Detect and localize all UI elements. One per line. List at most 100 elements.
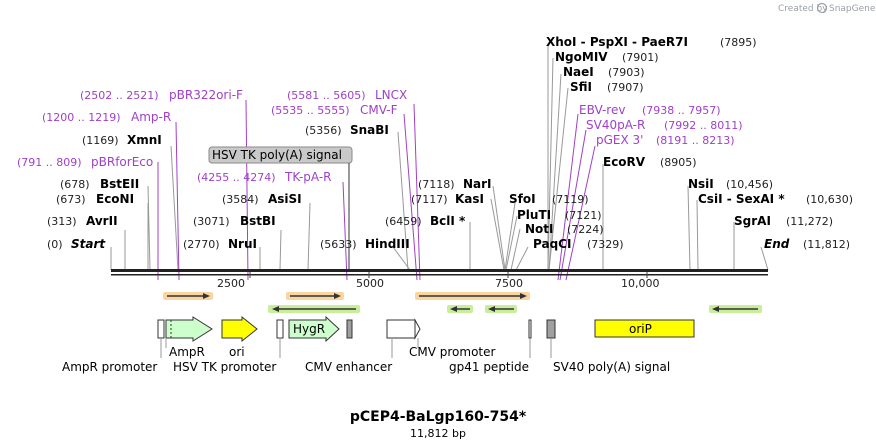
enzyme-xhoi-pspxi-paer7i[interactable]: XhoI - PspXI - PaeR7I: [546, 35, 688, 49]
primer-pbrforeco[interactable]: pBRforEco: [91, 155, 153, 169]
enzyme-coord: (11,272): [786, 215, 833, 228]
enzyme-coord: (7119): [552, 193, 589, 206]
enzyme-coord: (313): [47, 215, 77, 228]
enzyme-coord: (673): [56, 193, 86, 206]
feature-hygr-arrow[interactable]: [288, 315, 340, 343]
feature-hsv-tk-polya-box[interactable]: [346, 319, 353, 339]
enzyme-hindiii[interactable]: HindIII: [365, 237, 410, 251]
primer-tk-pa-r[interactable]: TK-pA-R: [284, 170, 332, 184]
primer-range: (7992 .. 8011): [664, 119, 743, 132]
enzyme-coord: (678): [60, 178, 90, 191]
primer-arrows: [163, 292, 762, 313]
enzyme-coord: (7895): [720, 36, 757, 49]
enzyme-bcli[interactable]: BclI *: [430, 214, 466, 228]
primer-pbr322ori-f[interactable]: pBR322ori-F: [169, 88, 243, 102]
enzyme-nari[interactable]: NarI: [463, 177, 492, 191]
ruler-tick-7500: 7500: [495, 277, 523, 290]
enzyme-coord: (3071): [193, 215, 230, 228]
enzyme-coord: (7901): [622, 51, 659, 64]
primer-range: (5535 .. 5555): [271, 104, 350, 117]
enzyme-naei[interactable]: NaeI: [563, 65, 594, 79]
map-title: pCEP4-BaLgp160-754*: [350, 409, 527, 425]
features: [157, 315, 695, 358]
primer-pgex-3[interactable]: pGEX 3': [596, 133, 643, 147]
primer-lncx[interactable]: LNCX: [375, 88, 407, 102]
primer-sv40pa-r[interactable]: SV40pA-R: [586, 118, 645, 132]
snapgene-logo-icon: [816, 2, 828, 14]
enzyme-ecorv[interactable]: EcoRV: [603, 155, 646, 169]
feature-cmv-enhancer-box[interactable]: [386, 319, 416, 339]
primer-leader-lines: [157, 99, 596, 281]
enzyme-coord: (7329): [587, 238, 624, 251]
feature-label-cmv-enhancer: CMV enhancer: [305, 360, 392, 374]
enzyme-leader-lines: [110, 44, 769, 271]
feature-label-gp41-peptide: gp41 peptide: [449, 360, 529, 374]
feature-orip-box[interactable]: [594, 319, 695, 338]
feature-label-ori: ori: [229, 345, 245, 359]
enzyme-paqci[interactable]: PaqCI: [533, 237, 571, 251]
enzyme-coord: (7907): [607, 81, 644, 94]
enzyme-asisi[interactable]: AsiSI: [268, 192, 302, 206]
primer-range: (8191 .. 8213): [656, 134, 735, 147]
primer-amp-r[interactable]: Amp-R: [131, 110, 171, 124]
feature-label-orip: oriP: [629, 322, 652, 336]
enzyme-coord: (0): [47, 238, 63, 251]
enzyme-coord: (2770): [183, 238, 220, 251]
primer-range: (7938 .. 7957): [642, 104, 721, 117]
enzyme-coord: (7121): [565, 209, 602, 222]
enzyme-coord: (7118): [418, 178, 455, 191]
enzyme-nrui[interactable]: NruI: [228, 237, 257, 251]
enzyme-coord: (7117): [411, 193, 448, 206]
ruler-tick-5000: 5000: [356, 277, 384, 290]
enzyme-avrii[interactable]: AvrII: [86, 214, 118, 228]
enzyme-coord: (5633): [320, 238, 357, 251]
primer-range: (4255 .. 4274): [197, 171, 276, 184]
enzyme-end[interactable]: End: [764, 237, 790, 251]
primer-range: (791 .. 809): [17, 156, 82, 169]
feature-label-hygr: HygR: [293, 322, 325, 336]
feature-label-ampr-promoter: AmpR promoter: [62, 360, 157, 374]
enzyme-coord: (3584): [222, 193, 259, 206]
primer-ebv-rev[interactable]: EBV-rev: [579, 103, 625, 117]
enzyme-coord: (7903): [608, 66, 645, 79]
feature-label-sv40-polya: SV40 poly(A) signal: [553, 360, 670, 374]
enzyme-xmni[interactable]: XmnI: [127, 133, 162, 147]
feature-ori-arrow[interactable]: [221, 315, 258, 343]
sequence-backbone: [111, 269, 768, 276]
ruler: [249, 272, 648, 278]
enzyme-coord: (11,812): [803, 238, 850, 251]
enzyme-bstbi[interactable]: BstBI: [240, 214, 276, 228]
enzyme-sfoi[interactable]: SfoI: [509, 192, 536, 206]
enzyme-econi[interactable]: EcoNI: [96, 192, 134, 206]
enzyme-kasi[interactable]: KasI: [455, 192, 484, 206]
feature-gp41-peptide-box[interactable]: [528, 319, 532, 339]
enzyme-pluti[interactable]: PluTI: [517, 208, 551, 222]
feature-sv40-polya-box[interactable]: [546, 319, 556, 339]
enzyme-coord: (5356): [305, 124, 342, 137]
enzyme-bsteii[interactable]: BstEII: [100, 177, 139, 191]
enzyme-nsii[interactable]: NsiI: [688, 177, 714, 191]
enzyme-csii-sexai[interactable]: CsiI - SexAI *: [698, 192, 785, 206]
enzyme-noti[interactable]: NotI: [525, 222, 554, 236]
feature-ampr-arrow[interactable]: [165, 316, 213, 342]
primer-cmv-f[interactable]: CMV-F: [360, 103, 398, 117]
hsv-tk-polya-callout[interactable]: HSV TK poly(A) signal: [208, 146, 353, 270]
feature-label-cmv-promoter: CMV promoter: [409, 345, 496, 359]
enzyme-coord: (8905): [660, 156, 697, 169]
created-by-label: Created by: [778, 4, 828, 14]
feature-hsv-tk-promoter-box[interactable]: [276, 319, 284, 339]
enzyme-ngomiv[interactable]: NgoMIV: [555, 50, 608, 64]
feature-ampr-promoter-box[interactable]: [157, 319, 165, 339]
enzyme-coord: (1169): [82, 134, 119, 147]
enzyme-sfii[interactable]: SfiI: [570, 80, 592, 94]
ruler-tick-10000: 10,000: [621, 277, 660, 290]
enzyme-coord: (10,630): [806, 193, 853, 206]
enzyme-snabi[interactable]: SnaBI: [350, 123, 389, 137]
feature-label-hsv-tk-promoter: HSV TK promoter: [173, 360, 276, 374]
enzyme-start[interactable]: Start: [71, 237, 106, 251]
snapgene-brand: SnapGene: [829, 4, 876, 14]
primer-range: (1200 .. 1219): [42, 111, 121, 124]
enzyme-coord: (7224): [567, 223, 604, 236]
enzyme-sgrai[interactable]: SgrAI: [734, 214, 771, 228]
